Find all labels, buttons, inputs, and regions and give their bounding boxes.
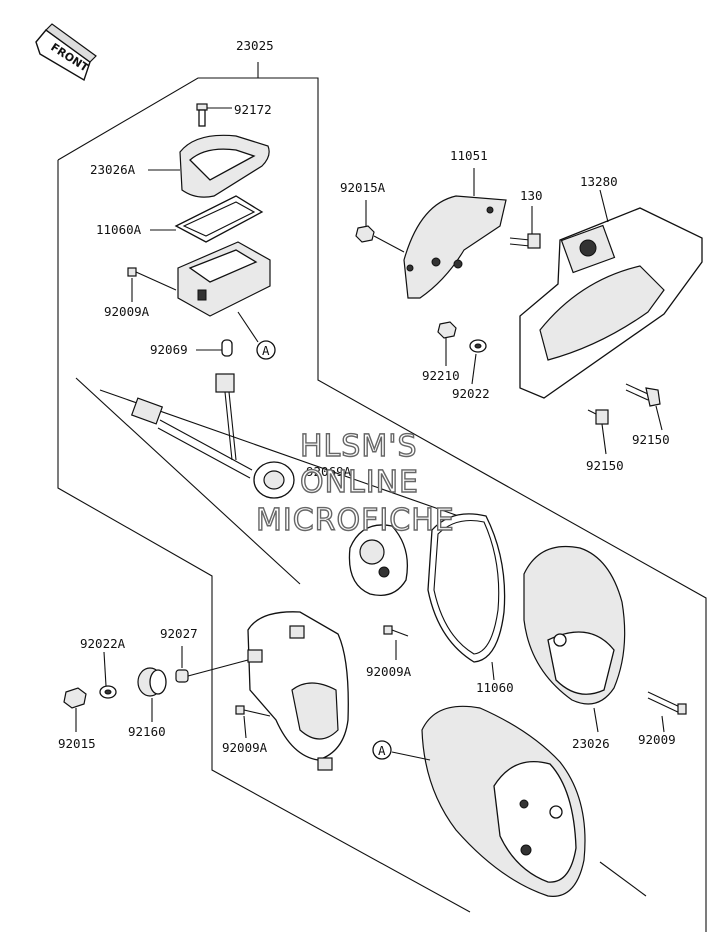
- gasket-11060: [427, 513, 506, 681]
- gasket-11060a: [150, 195, 264, 243]
- label-23025: 23025: [236, 38, 274, 53]
- label-11051: 11051: [450, 148, 488, 163]
- ref-marker-label-bottom: A: [378, 743, 386, 758]
- label-92009a-mid: 92009A: [366, 664, 412, 679]
- label-92015: 92015: [58, 736, 96, 751]
- grommet-92160: [137, 667, 167, 722]
- label-92150-a: 92150: [632, 432, 670, 447]
- label-92022a: 92022A: [80, 636, 126, 651]
- plate-bracket-13280: [519, 189, 703, 399]
- label-92009a-top: 92009A: [104, 304, 150, 319]
- watermark: HLSM'S ONLINE MICROFICHE: [255, 428, 455, 538]
- ref-marker-bottom: A: [372, 740, 392, 760]
- bolt-92150-b: [587, 409, 609, 455]
- label-130: 130: [520, 188, 543, 203]
- label-13280: 13280: [580, 174, 618, 189]
- lens-cover-23026a: [148, 134, 270, 198]
- label-92069: 92069: [150, 342, 188, 357]
- label-92027: 92027: [160, 626, 198, 641]
- ref-marker-label-top: A: [262, 343, 270, 358]
- screw-92009a-low: [235, 705, 271, 739]
- label-92210: 92210: [422, 368, 460, 383]
- watermark-line-2: ONLINE: [300, 465, 419, 500]
- label-92069a: 92069A: [306, 464, 352, 479]
- label-11060: 11060: [476, 680, 514, 695]
- nut-92015: [63, 687, 87, 732]
- front-arrow-icon: FRONT: [35, 23, 97, 82]
- bolt-130: [509, 206, 541, 249]
- housing: [177, 241, 271, 317]
- base-plate: [247, 611, 349, 771]
- screw-92009: [647, 691, 687, 733]
- watermark-line-1: HLSM'S: [300, 429, 418, 464]
- nut-92015a: [355, 200, 405, 253]
- label-92172: 92172: [234, 102, 272, 117]
- bolt-92150-a: [625, 383, 663, 431]
- washer-92022: [469, 339, 487, 385]
- label-92009a-low: 92009A: [222, 740, 268, 755]
- screw-92172: [196, 103, 232, 127]
- screw-92009a-top: [127, 267, 177, 302]
- label-23026: 23026: [572, 736, 610, 751]
- label-11060a: 11060A: [96, 222, 142, 237]
- label-92150-b: 92150: [586, 458, 624, 473]
- label-23026a: 23026A: [90, 162, 136, 177]
- label-92160: 92160: [128, 724, 166, 739]
- collar-92027: [175, 646, 249, 683]
- bracket-11051: [403, 168, 507, 299]
- ref-marker-top: A: [237, 311, 276, 360]
- label-92009: 92009: [638, 732, 676, 747]
- reflector-92069a: [348, 524, 409, 597]
- label-92022: 92022: [452, 386, 490, 401]
- part-labels: 23025 92172 23026A 11060A 92009A 92069 9…: [58, 38, 676, 755]
- bulb-92069: [196, 339, 233, 357]
- nut-92210: [437, 321, 457, 366]
- watermark-line-3: MICROFICHE: [256, 503, 455, 538]
- assembly-outline: [57, 62, 707, 932]
- label-92015a: 92015A: [340, 180, 386, 195]
- washer-92022a: [99, 651, 117, 699]
- screw-92009a-mid: [383, 625, 409, 660]
- tail-light-body: [391, 705, 586, 897]
- socket-wire-harness: [130, 373, 295, 499]
- lens-23026: [523, 545, 626, 733]
